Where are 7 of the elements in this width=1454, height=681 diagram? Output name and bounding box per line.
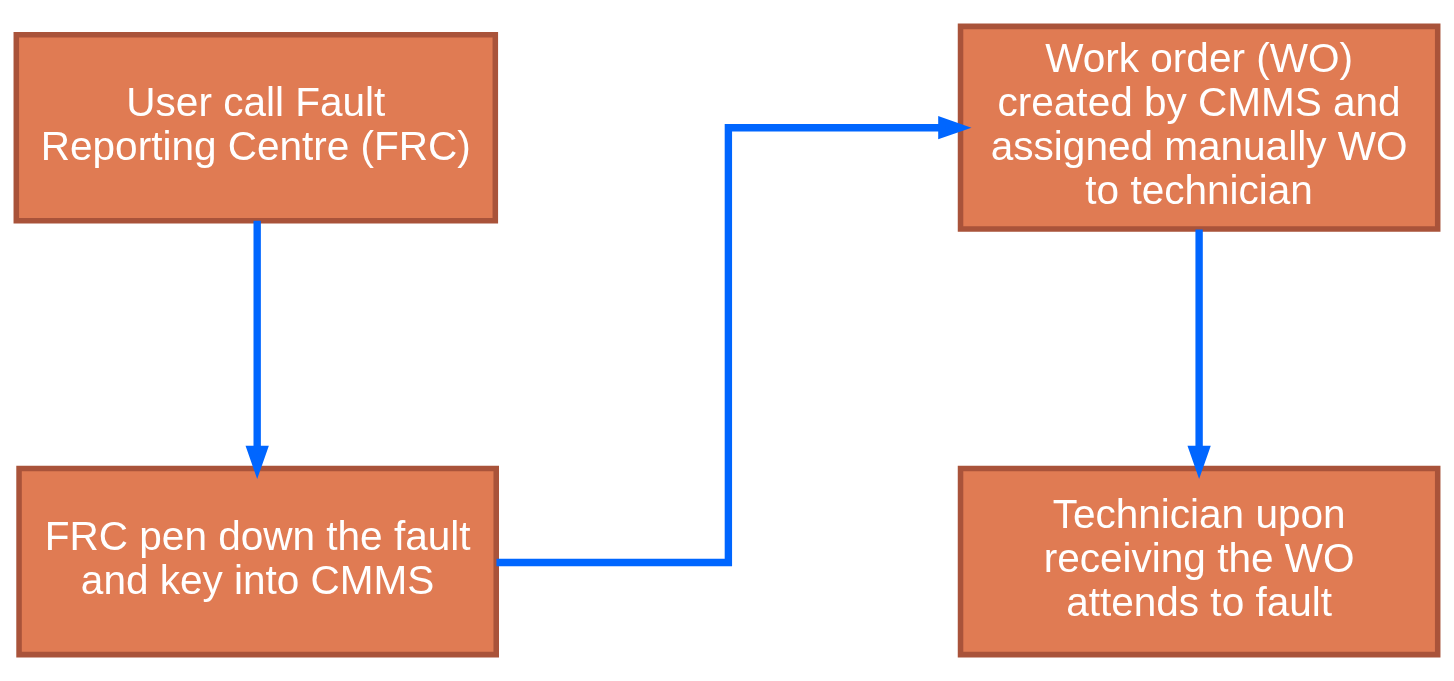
node-box: User call Fault Reporting Centre (FRC): [13, 31, 499, 224]
node-box: Work order (WO) created by CMMS and assigned manually WO to technician: [957, 23, 1441, 232]
node-box: FRC pen down the fault and key into CMMS: [16, 465, 499, 658]
arrow: [245, 220, 269, 480]
node-box: Technician upon receiving the WO attends to fault: [957, 465, 1441, 658]
arrow: [1187, 229, 1211, 480]
arrow: [496, 116, 972, 567]
